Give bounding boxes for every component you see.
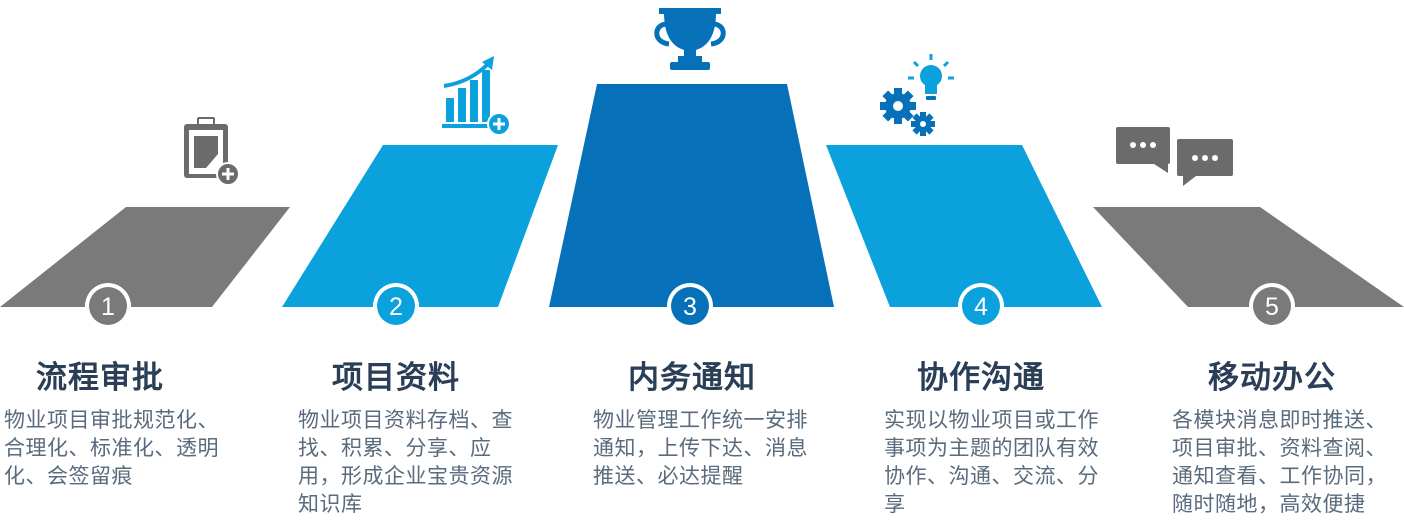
- desc-4: 实现以物业项目或工作事项为主题的团队有效协作、沟通、交流、分享: [884, 408, 1099, 516]
- number-2: 2: [389, 293, 403, 321]
- platform-5: [1093, 207, 1404, 307]
- desc-5: 各模块消息即时推送、项目审批、资料查阅、通知查看、工作协同，随时随地，高效便捷: [1172, 408, 1387, 516]
- platform-2: [282, 145, 558, 307]
- number-1: 1: [101, 293, 115, 321]
- title-3: 内务通知: [628, 360, 756, 396]
- platform-4: [826, 145, 1102, 307]
- trophy-icon: [654, 8, 726, 70]
- number-badge-2: 2: [373, 283, 419, 329]
- platform-1: [0, 207, 290, 307]
- desc-1: 物业项目审批规范化、合理化、标准化、透明化、会签留痕: [4, 408, 219, 488]
- clipboard-add-icon: [184, 117, 240, 186]
- desc-2: 物业项目资料存档、查找、积累、分享、应用，形成企业宝贵资源知识库: [298, 408, 513, 516]
- number-badge-5: 5: [1249, 283, 1295, 329]
- number-badge-1: 1: [85, 283, 131, 329]
- number-badge-4: 4: [958, 283, 1004, 329]
- chat-bubbles-icon: [1116, 127, 1233, 186]
- growth-chart-add-icon: [442, 56, 511, 136]
- title-5: 移动办公: [1208, 360, 1336, 396]
- number-5: 5: [1265, 293, 1279, 321]
- number-3: 3: [683, 293, 697, 321]
- title-1: 流程审批: [36, 360, 164, 396]
- gears-lightbulb-icon: [880, 54, 954, 136]
- number-badge-3: 3: [667, 283, 713, 329]
- desc-3: 物业管理工作统一安排通知，上传下达、消息推送、必达提醒: [593, 408, 808, 488]
- number-4: 4: [974, 293, 988, 321]
- title-2: 项目资料: [332, 360, 460, 396]
- platform-3: [549, 84, 834, 307]
- title-4: 协作沟通: [917, 360, 1045, 396]
